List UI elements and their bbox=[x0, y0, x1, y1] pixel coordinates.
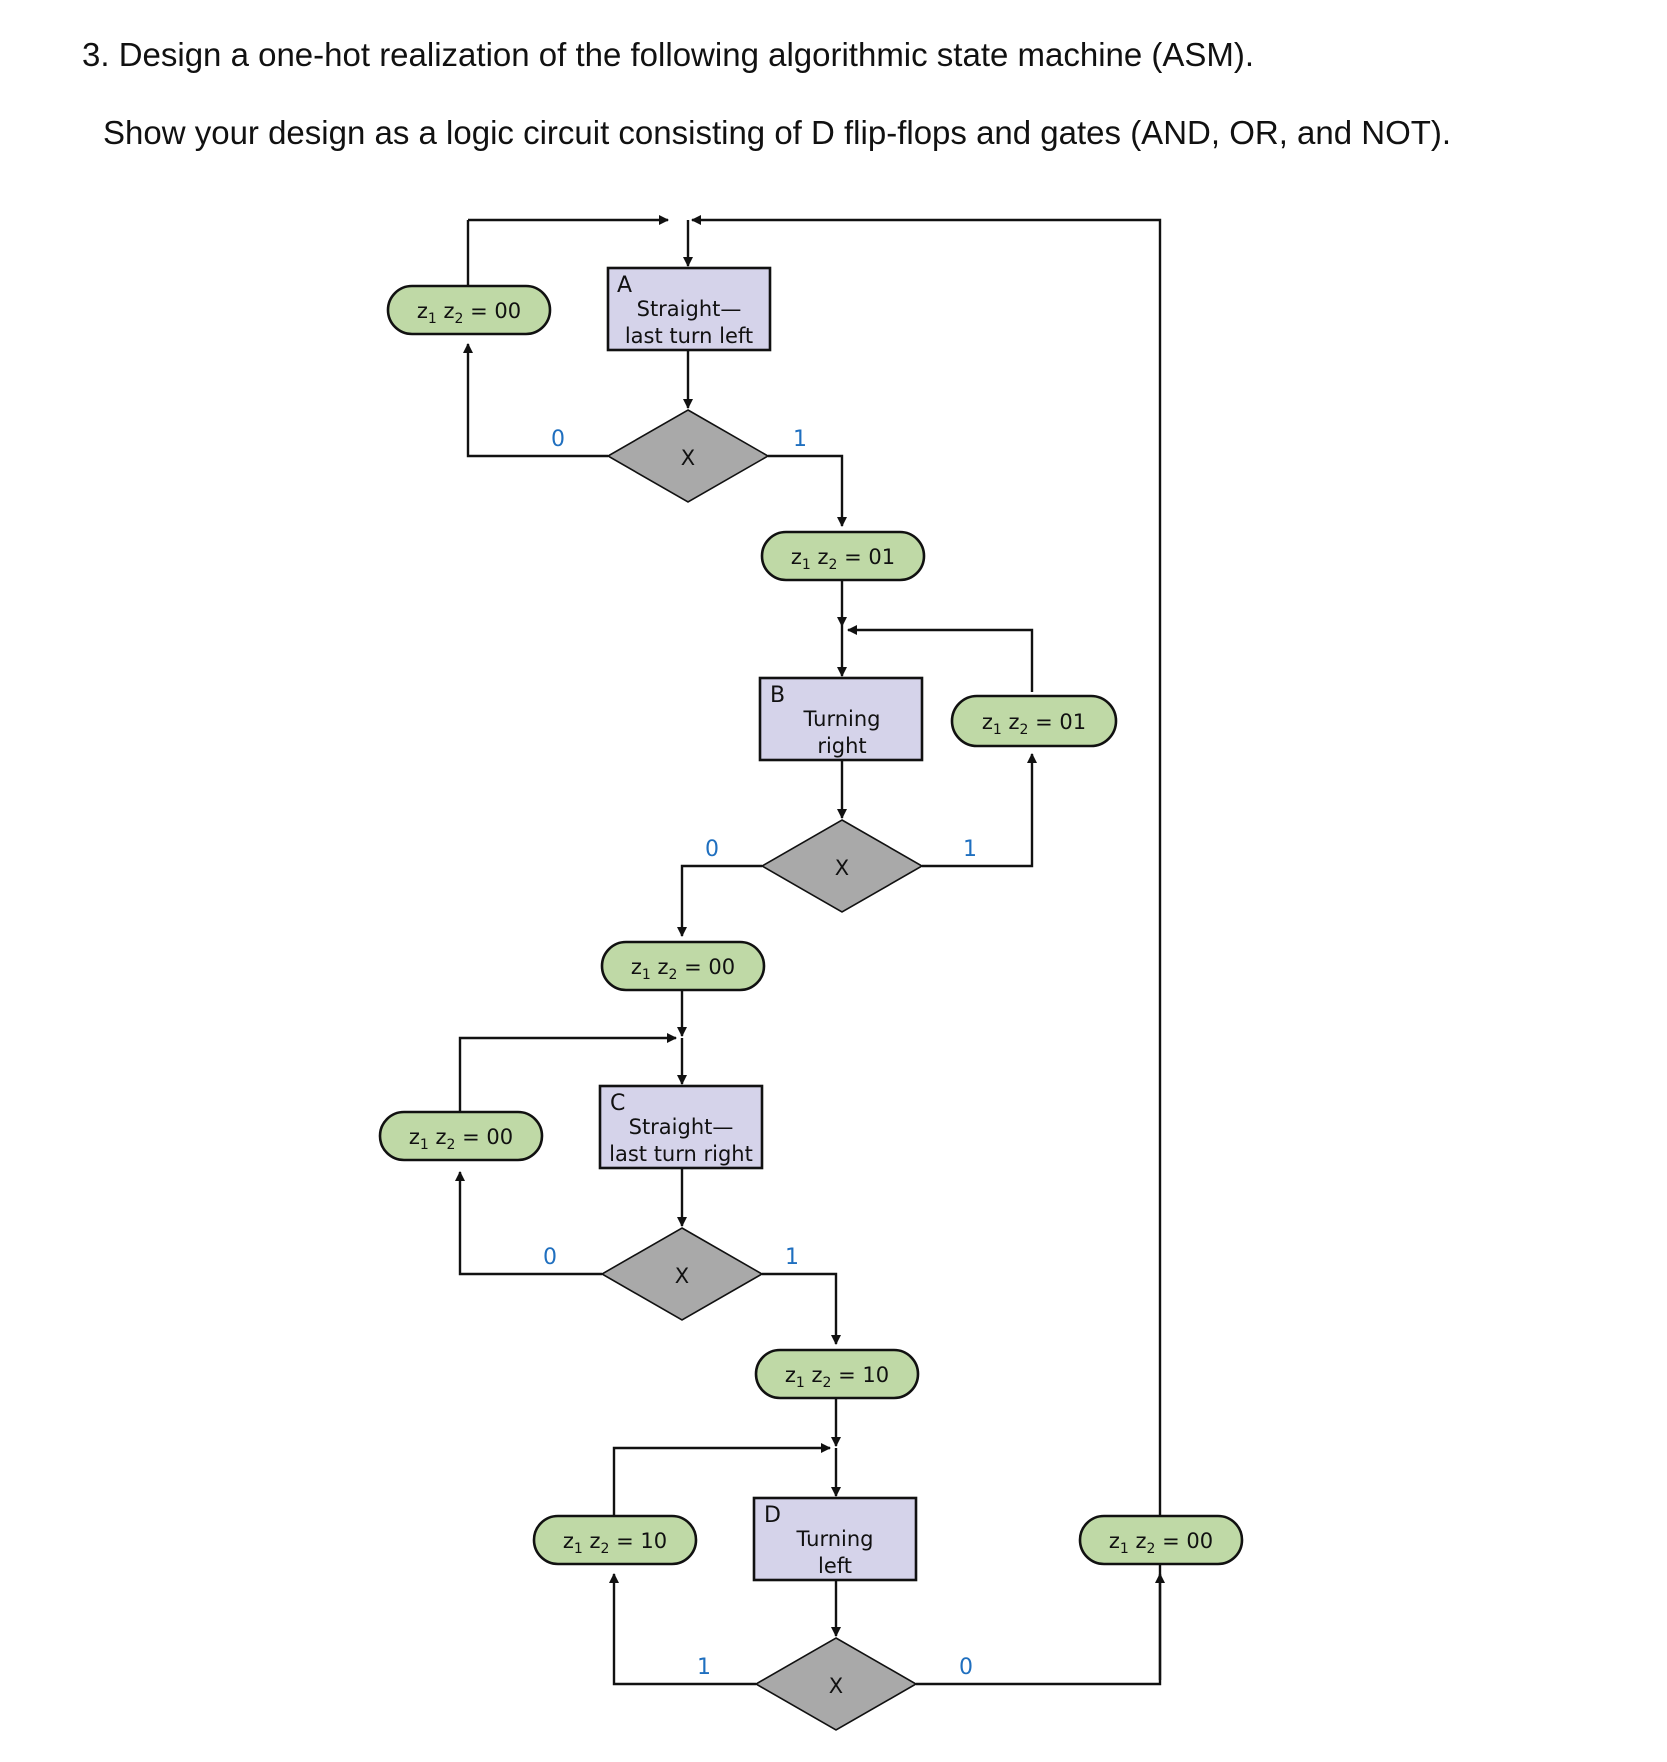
state-d-line1: Turning bbox=[796, 1527, 874, 1551]
output-a-right: z1 z2 = 01 bbox=[760, 530, 926, 582]
output-b-right: z1 z2 = 01 bbox=[950, 694, 1118, 748]
state-box-a: A Straight— last turn left bbox=[606, 266, 772, 352]
decision-b: X bbox=[760, 819, 924, 913]
state-c-line1: Straight— bbox=[629, 1115, 734, 1139]
output-a-left: z1 z2 = 00 bbox=[386, 284, 552, 336]
wire-d-loop bbox=[612, 1443, 831, 1516]
wire-a-x1 bbox=[768, 454, 847, 527]
output-a-left-value: 00 bbox=[494, 299, 521, 323]
wire-d-x1 bbox=[609, 1573, 756, 1686]
svg-text:z1 z2 = 10: z1 z2 = 10 bbox=[785, 1363, 889, 1391]
decision-a: X bbox=[606, 409, 770, 503]
branch-d-1: 1 bbox=[697, 1655, 711, 1680]
wire-b-loop-top bbox=[847, 625, 1034, 692]
state-box-b: B Turning right bbox=[758, 676, 924, 762]
decision-d: X bbox=[754, 1637, 918, 1731]
decision-b-input: X bbox=[835, 856, 849, 880]
output-c-right-value: 10 bbox=[862, 1363, 889, 1387]
svg-text:z1 z2 = 00: z1 z2 = 00 bbox=[631, 955, 735, 983]
output-a-right-value: 01 bbox=[868, 545, 895, 569]
decision-c-input: X bbox=[675, 1264, 689, 1288]
state-id-c: C bbox=[610, 1091, 625, 1116]
decision-d-input: X bbox=[829, 1674, 843, 1698]
output-d-right: z1 z2 = 00 bbox=[1078, 1514, 1244, 1566]
wire-c-x0 bbox=[455, 1171, 602, 1276]
state-id-d: D bbox=[764, 1503, 781, 1528]
wire-d-loop-up bbox=[691, 215, 1162, 1680]
branch-a-0: 0 bbox=[551, 427, 565, 452]
state-id-a: A bbox=[617, 273, 632, 298]
wire-b-x1 bbox=[922, 753, 1037, 868]
output-c-left-value: 00 bbox=[486, 1125, 513, 1149]
output-d-left-value: 10 bbox=[640, 1529, 667, 1553]
output-b-left: z1 z2 = 00 bbox=[600, 940, 766, 992]
svg-text:z1 z2 = 10: z1 z2 = 10 bbox=[563, 1529, 667, 1557]
svg-text:z1 z2 = 01: z1 z2 = 01 bbox=[791, 545, 895, 573]
svg-text:z1 z2 = 00: z1 z2 = 00 bbox=[1109, 1529, 1213, 1557]
branch-b-0: 0 bbox=[705, 837, 719, 862]
question-line-1: 3. Design a one-hot realization of the f… bbox=[82, 36, 1255, 73]
wire-c-loop bbox=[458, 1033, 677, 1112]
wire-a-x0 bbox=[463, 343, 608, 458]
svg-text:z1 z2 = 00: z1 z2 = 00 bbox=[409, 1125, 513, 1153]
branch-c-0: 0 bbox=[543, 1245, 557, 1270]
state-c-line2: last turn right bbox=[609, 1142, 753, 1166]
output-c-right: z1 z2 = 10 bbox=[754, 1348, 920, 1400]
output-d-right-value: 00 bbox=[1186, 1529, 1213, 1553]
decision-c: X bbox=[600, 1227, 764, 1321]
output-b-left-value: 00 bbox=[708, 955, 735, 979]
svg-text:z1 z2 = 01: z1 z2 = 01 bbox=[982, 710, 1086, 738]
question-line-2: Show your design as a logic circuit cons… bbox=[103, 114, 1452, 151]
svg-text:z1 z2 = 00: z1 z2 = 00 bbox=[417, 299, 521, 327]
output-b-right-value: 01 bbox=[1059, 710, 1086, 734]
wire-d-x0 bbox=[916, 1573, 1165, 1686]
state-box-c: C Straight— last turn right bbox=[598, 1084, 764, 1170]
branch-a-1: 1 bbox=[793, 427, 807, 452]
state-box-d: D Turning left bbox=[752, 1496, 918, 1582]
decision-a-input: X bbox=[681, 446, 695, 470]
wire-c-x1 bbox=[762, 1272, 841, 1345]
state-a-line2: last turn left bbox=[625, 324, 753, 348]
branch-c-1: 1 bbox=[785, 1245, 799, 1270]
branch-d-0: 0 bbox=[959, 1655, 973, 1680]
state-id-b: B bbox=[770, 683, 785, 708]
state-b-line2: right bbox=[817, 734, 866, 758]
state-b-line1: Turning bbox=[803, 707, 881, 731]
output-d-left: z1 z2 = 10 bbox=[532, 1514, 698, 1566]
state-a-line1: Straight— bbox=[637, 297, 742, 321]
state-d-line2: left bbox=[818, 1554, 852, 1578]
branch-b-1: 1 bbox=[963, 837, 977, 862]
output-c-left: z1 z2 = 00 bbox=[378, 1110, 544, 1162]
wire-b-x0 bbox=[677, 864, 762, 937]
